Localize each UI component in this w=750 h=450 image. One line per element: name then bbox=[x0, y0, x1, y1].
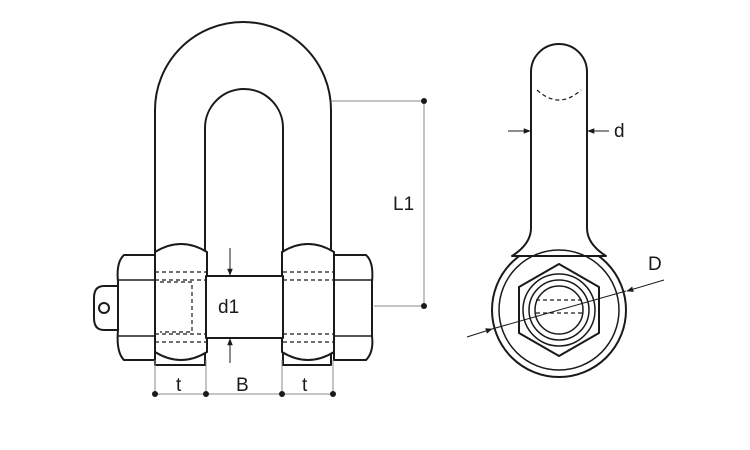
label-L1: L1 bbox=[393, 194, 414, 215]
label-t-right: t bbox=[302, 375, 308, 396]
side-view: D d bbox=[466, 43, 665, 378]
label-d1: d1 bbox=[218, 297, 239, 318]
left-eye-boss bbox=[154, 243, 208, 361]
label-B: B bbox=[236, 375, 249, 396]
label-d: d bbox=[614, 121, 625, 142]
pin-head-hex bbox=[116, 254, 156, 361]
pin-body bbox=[205, 275, 284, 339]
front-view: d1 L1 t B t bbox=[93, 21, 427, 397]
label-D: D bbox=[648, 254, 662, 275]
eye-inner-circle bbox=[498, 249, 620, 371]
label-t-left: t bbox=[176, 375, 182, 396]
side-arm bbox=[511, 43, 607, 257]
cotter-hole bbox=[98, 302, 110, 314]
nut-hex bbox=[333, 254, 374, 361]
